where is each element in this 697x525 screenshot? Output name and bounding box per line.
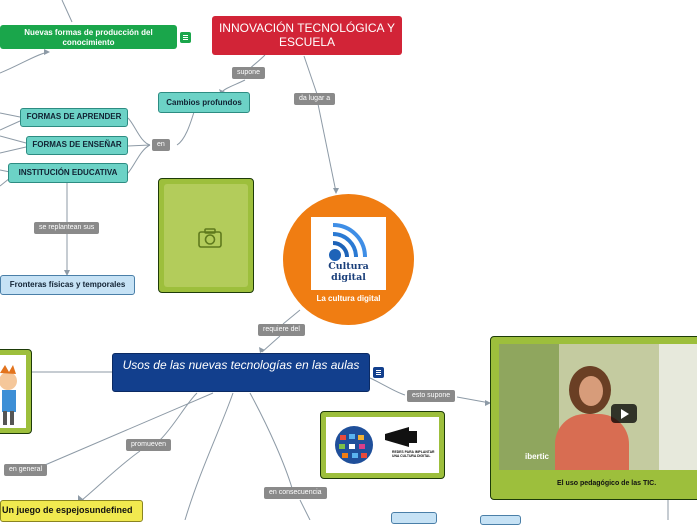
node-institucion[interactable]: INSTITUCIÓN EDUCATIVA — [8, 163, 128, 183]
video-thumbnail: ibertic — [499, 344, 697, 470]
cultura-digital-circle[interactable]: Cultura digital La cultura digital — [283, 194, 414, 325]
node-nuevas-formas[interactable]: Nuevas formas de producción del conocimi… — [0, 25, 177, 49]
node-usos[interactable]: Usos de las nuevas tecnologías en las au… — [112, 353, 370, 392]
camera-icon — [198, 228, 222, 248]
node-label: Cambios profundos — [166, 98, 242, 107]
poster-image: REDES PARA IMPLANTAR UNA CULTURA DIGITAL — [326, 417, 439, 473]
logo-text: Cultura digital — [328, 261, 369, 283]
connector-esto-supone: esto supone — [407, 390, 456, 402]
person-face — [579, 376, 603, 406]
node-label: Nuevas formas de producción del conocimi… — [24, 28, 153, 47]
node-label: FORMAS DE ENSEÑAR — [32, 140, 122, 149]
note-icon[interactable] — [180, 32, 191, 43]
node-label: FORMAS DE APRENDER — [26, 112, 122, 121]
node-label: Un juego de espejosundefined — [2, 505, 133, 515]
connector-da-lugar: da lugar a — [294, 93, 336, 105]
node-fronteras[interactable]: Fronteras físicas y temporales — [0, 275, 135, 295]
connector-promueven: promueven — [126, 439, 172, 451]
connector-en: en — [152, 139, 170, 151]
image-placeholder-card[interactable] — [158, 178, 254, 293]
megaphone-icon — [385, 427, 417, 447]
connector-supone: supone — [232, 67, 265, 79]
node-formas-ensenar[interactable]: FORMAS DE ENSEÑAR — [26, 136, 128, 155]
node-partial-bottom-1[interactable] — [391, 512, 437, 524]
image-placeholder — [164, 184, 248, 287]
node-innovacion[interactable]: INNOVACIÓN TECNOLÓGICA Y ESCUELA — [212, 16, 402, 55]
connector-requiere: requiere del — [258, 324, 305, 336]
node-label: Usos de las nuevas tecnologías en las au… — [122, 358, 360, 372]
video-card[interactable]: ibertic El uso pedagógico de las TIC. — [490, 336, 697, 500]
node-formas-aprender[interactable]: FORMAS DE APRENDER — [20, 108, 128, 127]
person-body — [555, 414, 629, 470]
poster-icons — [335, 426, 373, 464]
node-cambios-profundos[interactable]: Cambios profundos — [158, 92, 250, 113]
video-caption: El uso pedagógico de las TIC. — [557, 480, 657, 487]
cultura-caption: La cultura digital — [316, 294, 381, 303]
cartoon-image — [0, 355, 26, 428]
node-label: INSTITUCIÓN EDUCATIVA — [18, 168, 118, 177]
node-partial-bottom-2[interactable] — [480, 515, 521, 525]
cultura-digital-logo: Cultura digital — [311, 217, 386, 290]
connector-se-replantean: se replantean sus — [34, 222, 100, 234]
wifi-icon — [329, 223, 367, 261]
poster-text: REDES PARA IMPLANTAR UNA CULTURA DIGITAL — [392, 450, 435, 458]
connector-en-general: en general — [4, 464, 48, 476]
cartoon-figure — [0, 365, 17, 425]
cartoon-image-card[interactable] — [0, 349, 32, 434]
node-juego-espejos[interactable]: Un juego de espejosundefined — [0, 500, 143, 522]
play-icon[interactable] — [611, 404, 637, 423]
node-label: Fronteras físicas y temporales — [9, 280, 126, 289]
connector-en-consecuencia: en consecuencia — [264, 487, 327, 499]
poster-image-card[interactable]: REDES PARA IMPLANTAR UNA CULTURA DIGITAL — [320, 411, 445, 479]
note-icon[interactable] — [373, 367, 384, 378]
node-label: INNOVACIÓN TECNOLÓGICA Y ESCUELA — [218, 21, 396, 49]
video-brand: ibertic — [525, 452, 550, 461]
